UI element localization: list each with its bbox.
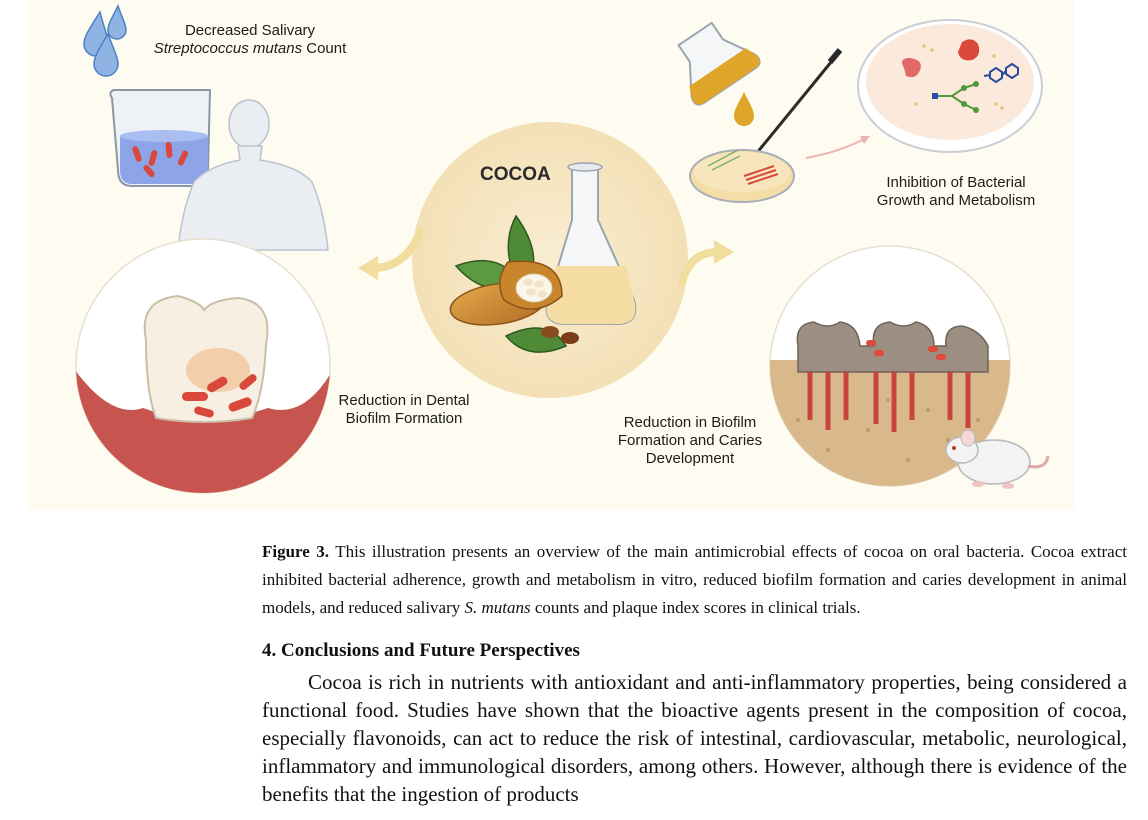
saliva-drops-icon bbox=[83, 4, 127, 77]
cocoa-center-label: COCOA bbox=[480, 164, 551, 185]
inoculation-loop-icon bbox=[749, 48, 843, 162]
petri-dish-small-icon bbox=[689, 149, 795, 203]
cocoa-drop-icon bbox=[734, 92, 754, 126]
label-inhibition-line2: Growth and Metabolism bbox=[876, 192, 1036, 209]
caption-text-part2: counts and plaque index scores in clinic… bbox=[530, 598, 861, 617]
arrow-to-petri-icon bbox=[805, 136, 870, 159]
text-area: Figure 3. This illustration presents an … bbox=[262, 538, 1127, 808]
arrow-right-icon bbox=[678, 240, 734, 286]
human-figure-icon bbox=[177, 99, 329, 251]
count-word: Count bbox=[302, 40, 347, 57]
body-paragraph: Cocoa is rich in nutrients with antioxid… bbox=[262, 670, 1127, 806]
caption-species: S. mutans bbox=[464, 598, 531, 617]
tooth-circle bbox=[75, 238, 331, 494]
label-caries-line1: Reduction in Biofilm bbox=[623, 414, 757, 431]
petri-dish-large-icon bbox=[857, 19, 1043, 153]
label-caries-line2: Formation and Caries bbox=[617, 432, 763, 449]
species-name: Streptococcus mutans bbox=[153, 40, 303, 57]
figure-artwork bbox=[75, 4, 1050, 494]
label-dental-biofilm-line2: Biofilm Formation bbox=[345, 410, 463, 427]
beaker-icon bbox=[109, 89, 212, 187]
rat-teeth-circle bbox=[769, 245, 1011, 487]
label-inhibition-line1: Inhibition of Bacterial bbox=[886, 174, 1026, 191]
arrow-left-icon bbox=[358, 228, 424, 280]
label-dental-biofilm-line1: Reduction in Dental bbox=[338, 392, 470, 409]
figure-caption: Figure 3. This illustration presents an … bbox=[262, 538, 1127, 622]
label-caries-line3: Development bbox=[645, 450, 735, 467]
rat-icon bbox=[945, 429, 1050, 489]
label-decreased-salivary-line1: Decreased Salivary bbox=[184, 22, 316, 39]
cocoa-center-circle bbox=[412, 122, 688, 398]
pouring-flask-icon bbox=[677, 21, 761, 106]
label-decreased-salivary-line2: Streptococcus mutans Count bbox=[134, 40, 366, 58]
figure-number: Figure 3. bbox=[262, 542, 330, 561]
label-decreased-salivary: Decreased Salivary Streptococcus mutans … bbox=[134, 22, 366, 58]
caption-text-part1: This illustration presents an overview o… bbox=[262, 542, 1127, 617]
section-heading: 4. Conclusions and Future Perspectives bbox=[262, 640, 580, 661]
label-reduction-dental-biofilm: Reduction in Dental Biofilm Formation bbox=[324, 392, 484, 428]
label-reduction-biofilm-caries: Reduction in Biofilm Formation and Carie… bbox=[602, 414, 778, 468]
label-inhibition-growth: Inhibition of Bacterial Growth and Metab… bbox=[858, 174, 1054, 210]
figure-illustration: COCOA Decreased Salivary Streptococcus m… bbox=[28, 0, 1074, 510]
